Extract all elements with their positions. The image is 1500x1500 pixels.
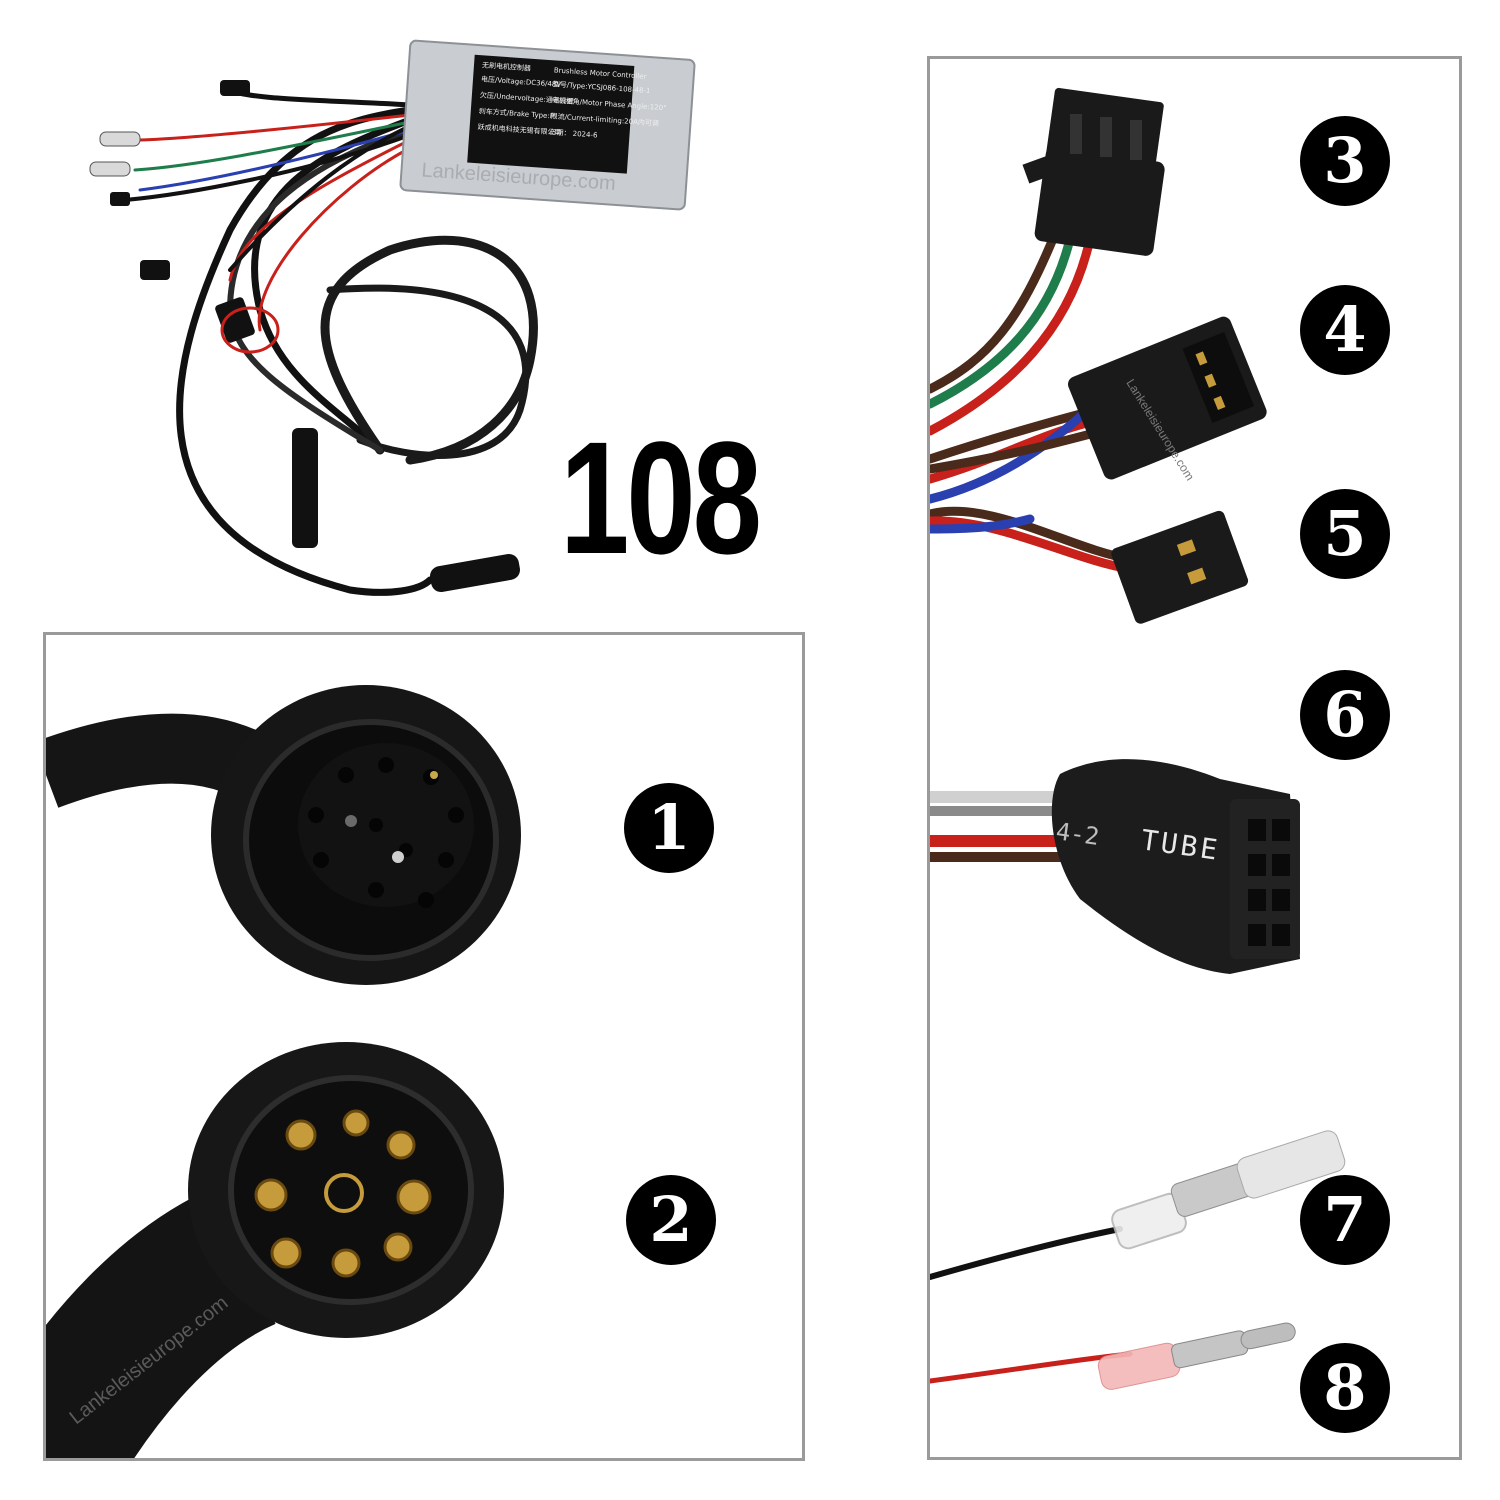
controller-date: 日期： 2024-6 — [549, 128, 598, 139]
model-number: 108 — [560, 408, 762, 587]
label-badge-5: 5 — [1300, 489, 1390, 579]
label-badge-7: 7 — [1300, 1175, 1390, 1265]
controller-photo: 无刷电机控制器 Brushless Motor Controller 电压/Vo… — [89, 39, 696, 596]
round-connector-photos: Lankeleisieurope.com — [0, 685, 521, 1497]
label-badge-6: 6 — [1300, 670, 1390, 760]
controller-cn-title: 无刷电机控制器 — [482, 60, 532, 72]
tube-code: 4-2 — [1054, 817, 1101, 851]
label-badge-8: 8 — [1300, 1343, 1390, 1433]
label-badge-3: 3 — [1300, 116, 1390, 206]
wire-connector-photos: Lankeleisieurope.com TUBE 4-2 — [924, 87, 1346, 1390]
label-badge-1: 1 — [624, 783, 714, 873]
label-badge-2: 2 — [626, 1175, 716, 1265]
left-connector-panel: Lankeleisieurope.com 1 2 — [0, 632, 805, 1497]
label-badge-4: 4 — [1300, 285, 1390, 375]
right-connector-panel: Lankeleisieurope.com TUBE 4-2 — [924, 56, 1462, 1460]
